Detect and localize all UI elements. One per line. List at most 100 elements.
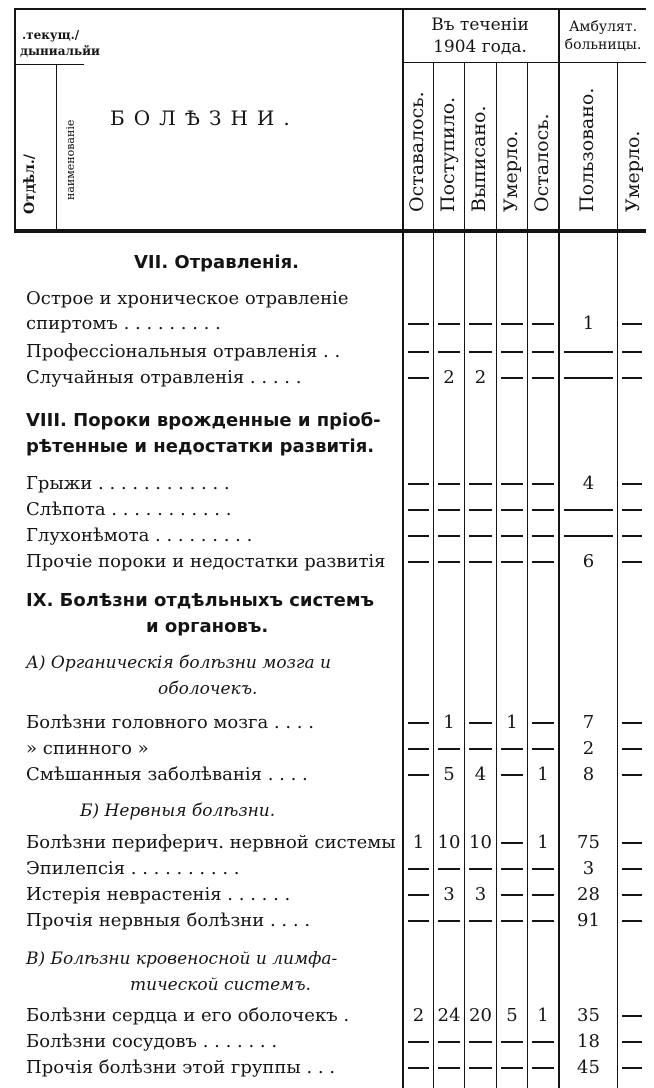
dash-mark bbox=[622, 535, 642, 537]
cell-remained-start bbox=[404, 736, 433, 762]
cell-died bbox=[497, 339, 527, 365]
dash-mark bbox=[532, 868, 554, 870]
dash-mark bbox=[408, 920, 429, 922]
cell-treated: 2 bbox=[582, 738, 595, 759]
cell-remained-start bbox=[404, 1029, 433, 1055]
cell-remained-end bbox=[528, 856, 558, 882]
cell-remained-end bbox=[528, 471, 558, 497]
cell-admitted bbox=[434, 311, 464, 337]
cell-remained-start bbox=[404, 497, 433, 523]
cell-discharged bbox=[465, 710, 496, 736]
col-head-remained-end: Осталось. bbox=[531, 113, 553, 212]
corner-rule bbox=[14, 64, 84, 65]
dash-mark bbox=[501, 748, 523, 750]
cell-remained-end bbox=[528, 882, 558, 908]
dash-mark bbox=[501, 377, 523, 379]
cell-died bbox=[497, 1055, 527, 1081]
dash-mark bbox=[622, 323, 642, 325]
cell-treated: 4 bbox=[582, 473, 595, 494]
row-label: Прочія нервныя болѣзни . . . . bbox=[26, 910, 311, 931]
dash-mark bbox=[622, 377, 642, 379]
dash-mark bbox=[501, 323, 523, 325]
dash-mark bbox=[532, 323, 554, 325]
cell-remained-end bbox=[528, 1029, 558, 1055]
dash-mark bbox=[438, 351, 460, 353]
cell-admitted bbox=[434, 549, 464, 575]
row-label: Эпилепсія . . . . . . . . . . bbox=[26, 858, 240, 879]
dash-mark bbox=[532, 1067, 554, 1069]
col-div-5 bbox=[558, 8, 560, 1088]
cell-discharged bbox=[465, 856, 496, 882]
cell-died-amb bbox=[618, 311, 646, 337]
cell-died-amb bbox=[618, 762, 646, 788]
cell-discharged: 2 bbox=[474, 367, 487, 388]
dash-mark bbox=[469, 561, 492, 563]
cell-treated: 3 bbox=[582, 858, 595, 879]
dash-mark bbox=[532, 894, 554, 896]
cell-died: 5 bbox=[506, 1005, 518, 1026]
cell-treated: 28 bbox=[577, 884, 600, 905]
section-heading-viii-line1: VIII. Пороки врожденные и пріоб- bbox=[26, 410, 381, 431]
dash-mark bbox=[501, 509, 523, 511]
cell-discharged bbox=[465, 311, 496, 337]
col-head-died-amb: Умерло. bbox=[622, 130, 644, 212]
cell-died-amb bbox=[618, 471, 646, 497]
cell-remained-start bbox=[404, 1055, 433, 1081]
cell-remained-end bbox=[528, 908, 558, 934]
table-row: Эпилепсія . . . . . . . . . . 3 bbox=[0, 856, 654, 882]
cell-died bbox=[497, 471, 527, 497]
cell-discharged bbox=[465, 908, 496, 934]
cell-treated bbox=[560, 523, 617, 549]
cell-discharged bbox=[465, 736, 496, 762]
row-label: Болѣзни сосудовъ . . . . . . . bbox=[26, 1031, 278, 1052]
dash-mark bbox=[622, 483, 642, 485]
table-row: Слѣпота . . . . . . . . . . . bbox=[0, 497, 654, 523]
dash-mark bbox=[469, 868, 492, 870]
cell-remained-start bbox=[404, 908, 433, 934]
dash-mark bbox=[408, 722, 429, 724]
subsection-v-line2: тической системъ. bbox=[130, 975, 311, 995]
subsection-a-line2: оболочекъ. bbox=[158, 679, 258, 699]
cell-admitted bbox=[434, 523, 464, 549]
col-div-6 bbox=[617, 62, 618, 1088]
cell-died bbox=[497, 736, 527, 762]
cell-discharged bbox=[465, 497, 496, 523]
table-row: Профессіональныя отравленія . . bbox=[0, 339, 654, 365]
dash-mark bbox=[469, 483, 492, 485]
dash-mark bbox=[622, 509, 642, 511]
period-header-line2: 1904 года. bbox=[433, 37, 527, 57]
row-label: Случайныя отравленія . . . . . bbox=[26, 367, 302, 388]
cell-died-amb bbox=[618, 1003, 646, 1029]
dash-mark bbox=[469, 351, 492, 353]
cell-treated: 1 bbox=[582, 313, 595, 334]
dash-mark bbox=[564, 509, 613, 511]
dash-mark bbox=[501, 894, 523, 896]
dash-mark bbox=[622, 894, 642, 896]
dash-mark bbox=[532, 561, 554, 563]
cell-remained-end bbox=[528, 339, 558, 365]
cell-discharged: 10 bbox=[469, 832, 492, 853]
dash-mark bbox=[408, 748, 429, 750]
dash-mark bbox=[622, 748, 642, 750]
dash-mark bbox=[532, 377, 554, 379]
cell-admitted bbox=[434, 497, 464, 523]
dash-mark bbox=[438, 509, 460, 511]
cell-admitted bbox=[434, 736, 464, 762]
cell-admitted bbox=[434, 1029, 464, 1055]
cell-treated: 91 bbox=[577, 910, 600, 931]
dash-mark bbox=[501, 868, 523, 870]
row-label: Грыжи . . . . . . . . . . . . bbox=[26, 473, 230, 494]
dash-mark bbox=[501, 351, 523, 353]
cell-admitted: 24 bbox=[437, 1005, 461, 1026]
row-label-continued: Острое и хроническое отравленіе bbox=[26, 288, 349, 309]
row-label: Прочіе пороки и недостатки развитія bbox=[26, 551, 386, 572]
header-bottom-rule bbox=[14, 229, 646, 233]
cell-remained-start bbox=[404, 365, 433, 391]
dash-mark bbox=[501, 483, 523, 485]
row-label: спиртомъ . . . . . . . . . bbox=[26, 313, 221, 334]
dash-mark bbox=[564, 351, 613, 353]
cell-discharged bbox=[465, 549, 496, 575]
table-row: Глухонѣмота . . . . . . . . . bbox=[0, 523, 654, 549]
cell-discharged: 3 bbox=[474, 884, 487, 905]
